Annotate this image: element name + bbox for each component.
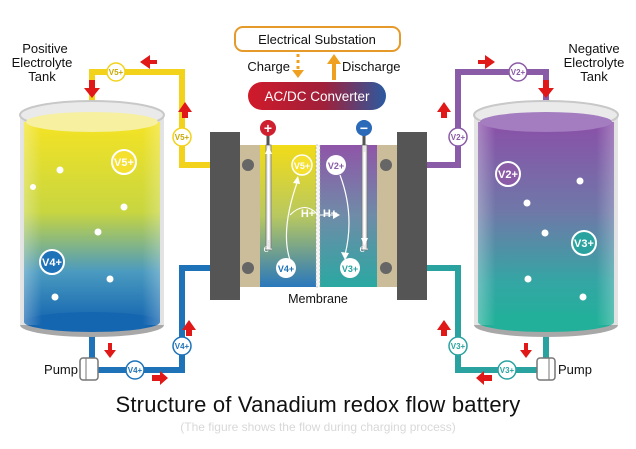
ac-dc-converter: AC/DC Converter bbox=[248, 82, 386, 110]
positive-terminal: + bbox=[260, 120, 276, 136]
pipe-v5-badge-top: V5+ bbox=[106, 62, 126, 82]
pipe-v3-label-side: V3+ bbox=[451, 342, 466, 351]
minus-label: − bbox=[360, 120, 368, 136]
negative-tank-line3: Tank bbox=[580, 69, 608, 84]
electrical-substation-box: Electrical Substation bbox=[234, 26, 401, 52]
arrow-up-left-bottom bbox=[182, 320, 196, 336]
cell-v4-label: V4+ bbox=[278, 264, 294, 274]
arrow-down-right-tank bbox=[538, 80, 554, 98]
pipe-v2-badge-side: V2+ bbox=[448, 127, 468, 147]
cell-v5-label: V5+ bbox=[294, 161, 310, 171]
converter-label: AC/DC Converter bbox=[264, 89, 370, 104]
pipe-v5-label-top: V5+ bbox=[109, 68, 124, 77]
arrow-left-right-bottom bbox=[476, 371, 492, 385]
cell-v3-label: V3+ bbox=[342, 264, 358, 274]
tank-v2-label: V2+ bbox=[498, 169, 518, 181]
tank-v5-badge: V5+ bbox=[111, 149, 137, 175]
negative-terminal: − bbox=[356, 120, 372, 136]
discharge-arrow bbox=[327, 54, 341, 80]
tank-v3-label: V3+ bbox=[574, 238, 594, 250]
diagram-subtitle: (The figure shows the flow during chargi… bbox=[180, 420, 456, 434]
pipe-negative-bottom bbox=[386, 265, 549, 373]
electron-flow-positive: e- bbox=[264, 146, 273, 255]
charge-label: Charge bbox=[247, 59, 290, 74]
negative-tank-label: Negative Electrolyte Tank bbox=[564, 41, 625, 84]
proton-label-right: H+ bbox=[323, 208, 337, 220]
pipe-v2-label-side: V2+ bbox=[451, 133, 466, 142]
right-pump: Pump bbox=[536, 357, 592, 381]
electron-flow-negative: e- bbox=[360, 152, 369, 255]
negative-electrolyte-tank bbox=[473, 100, 619, 337]
positive-electrolyte-tank bbox=[19, 100, 165, 337]
pipe-v2-label-top: V2+ bbox=[511, 68, 526, 77]
positive-tank-line1: Positive bbox=[22, 41, 68, 56]
pipe-v5-badge-side: V5+ bbox=[172, 127, 192, 147]
cell-v3-badge: V3+ bbox=[340, 258, 360, 278]
negative-tank-line2: Electrolyte bbox=[564, 55, 625, 70]
left-pump: Pump bbox=[44, 357, 99, 381]
pipe-v3-badge-side: V3+ bbox=[448, 336, 468, 356]
cell-v2-label: V2+ bbox=[328, 161, 344, 171]
tank-v3-badge: V3+ bbox=[571, 230, 597, 256]
arrow-right-top bbox=[478, 55, 495, 69]
arrow-right-left-bottom bbox=[152, 371, 168, 385]
plus-label: + bbox=[264, 120, 272, 136]
pipe-v4-badge-bottom: V4+ bbox=[125, 360, 145, 380]
pipe-v3-badge-bottom: V3+ bbox=[497, 360, 517, 380]
negative-tank-line1: Negative bbox=[568, 41, 619, 56]
pipe-v4-label-side: V4+ bbox=[175, 342, 190, 351]
substation-label: Electrical Substation bbox=[258, 32, 376, 47]
electron-label-negative: e- bbox=[360, 244, 369, 255]
arrow-down-left-tank bbox=[84, 80, 100, 98]
positive-tank-label: Positive Electrolyte Tank bbox=[12, 41, 73, 84]
electron-label-positive: e- bbox=[264, 244, 273, 255]
arrow-left-top bbox=[140, 55, 157, 69]
tank-v4-label: V4+ bbox=[42, 257, 62, 269]
charge-arrow bbox=[292, 54, 304, 78]
arrow-up-right-bottom bbox=[437, 320, 451, 336]
pipe-v4-badge-side: V4+ bbox=[172, 336, 192, 356]
positive-tank-line2: Electrolyte bbox=[12, 55, 73, 70]
pipe-v3-label-bottom: V3+ bbox=[500, 366, 515, 375]
pipe-v2-badge-top: V2+ bbox=[508, 62, 528, 82]
arrow-up-left-side bbox=[178, 102, 192, 118]
pipe-positive-bottom bbox=[89, 265, 248, 373]
left-pump-label: Pump bbox=[44, 362, 78, 377]
proton-label-left: H+ bbox=[301, 208, 315, 220]
tank-v5-label: V5+ bbox=[114, 157, 134, 169]
pipe-v4-label-bottom: V4+ bbox=[128, 366, 143, 375]
arrow-up-right-side bbox=[437, 102, 451, 118]
membrane-label: Membrane bbox=[288, 292, 348, 306]
tank-v2-badge: V2+ bbox=[495, 161, 521, 187]
tank-v4-badge: V4+ bbox=[39, 249, 65, 275]
diagram-title: Structure of Vanadium redox flow battery bbox=[115, 392, 521, 417]
positive-tank-line3: Tank bbox=[28, 69, 56, 84]
arrow-down-left-pump bbox=[104, 343, 116, 358]
cell-stack bbox=[210, 132, 427, 300]
arrow-down-right-pump bbox=[520, 343, 532, 358]
right-pump-label: Pump bbox=[558, 362, 592, 377]
cell-v4-badge: V4+ bbox=[276, 258, 296, 278]
cell-v5-badge: V5+ bbox=[291, 154, 313, 176]
cell-v2-badge: V2+ bbox=[326, 155, 346, 175]
discharge-label: Discharge bbox=[342, 59, 401, 74]
membrane-line bbox=[315, 144, 321, 288]
flow-arrows bbox=[84, 55, 554, 385]
pipe-v5-label-side: V5+ bbox=[175, 133, 190, 142]
